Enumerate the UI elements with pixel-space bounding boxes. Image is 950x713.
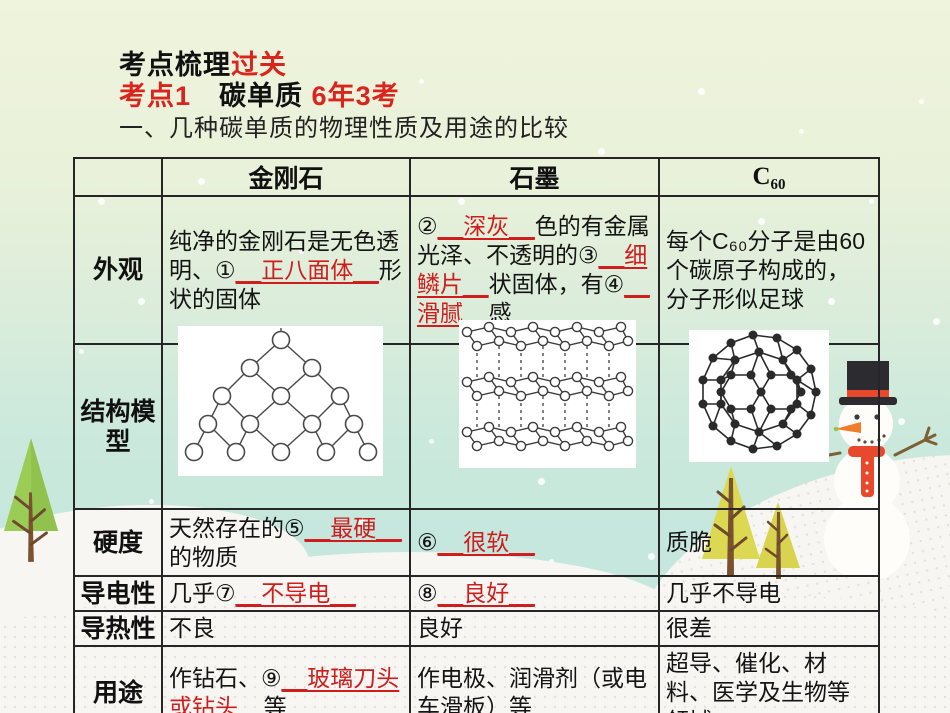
row-label-appearance: 外观 — [73, 195, 163, 345]
col-header-c60: C₆₀ — [658, 157, 880, 197]
section-title: 考点梳理过关 — [119, 50, 287, 80]
graphite-structure-image — [459, 320, 636, 468]
cell-heat-c60: 很差 — [658, 610, 880, 647]
col-header-graphite: 石墨 — [409, 157, 660, 197]
cell-hardness-diamond: 天然存在的⑤__最硬__的物质 — [161, 508, 411, 577]
title-block: 考点梳理过关 考点1 碳单质 6年3考 一、几种碳单质的物理性质及用途的比较 — [119, 50, 569, 144]
row-label-uses: 用途 — [73, 645, 163, 713]
cell-appearance-c60: 每个C₆₀分子是由60个碳原子构成的，分子形似足球 — [658, 195, 880, 345]
cell-uses-c60: 超导、催化、材料、医学及生物等领域 — [658, 645, 880, 713]
table-caption: 一、几种碳单质的物理性质及用途的比较 — [119, 115, 569, 142]
row-uses: 用途 作钻石、⑨__玻璃刀头或钻头__等 作电极、润滑剂（或电车滑板）等 超导、… — [73, 645, 880, 713]
row-label-conductivity: 导电性 — [73, 575, 163, 612]
cell-uses-graphite: 作电极、润滑剂（或电车滑板）等 — [409, 645, 660, 713]
row-label-hardness: 硬度 — [73, 508, 163, 577]
cell-conductivity-c60: 几乎不导电 — [658, 575, 880, 612]
row-label-structure: 结构模型 — [73, 343, 163, 510]
header-row: 金刚石 石墨 C₆₀ — [73, 157, 880, 197]
row-heat-conduction: 导热性 不良 良好 很差 — [73, 610, 880, 647]
cell-conductivity-graphite: ⑧__良好__ — [409, 575, 660, 612]
c60-buckyball-image — [689, 330, 829, 462]
row-label-heat-conduction: 导热性 — [73, 610, 163, 647]
snowfall-dots-small — [0, 0, 3, 3]
cell-heat-diamond: 不良 — [161, 610, 411, 647]
cell-hardness-graphite: ⑥__很软__ — [409, 508, 660, 577]
exam-point-heading: 考点1 碳单质 6年3考 — [119, 81, 400, 111]
cell-hardness-c60: 质脆 — [658, 508, 880, 577]
row-conductivity: 导电性 几乎⑦__不导电__ ⑧__良好__ 几乎不导电 — [73, 575, 880, 612]
cell-uses-diamond: 作钻石、⑨__玻璃刀头或钻头__等 — [161, 645, 411, 713]
col-header-diamond: 金刚石 — [161, 157, 411, 197]
row-hardness: 硬度 天然存在的⑤__最硬__的物质 ⑥__很软__ 质脆 — [73, 508, 880, 577]
green-tree-icon — [3, 438, 59, 562]
diamond-lattice-image — [178, 326, 383, 476]
corner-cell — [73, 157, 163, 197]
cell-heat-graphite: 良好 — [409, 610, 660, 647]
cell-conductivity-diamond: 几乎⑦__不导电__ — [161, 575, 411, 612]
cell-appearance-diamond: 纯净的金刚石是无色透明、①__正八面体__形状的固体 — [161, 195, 411, 345]
